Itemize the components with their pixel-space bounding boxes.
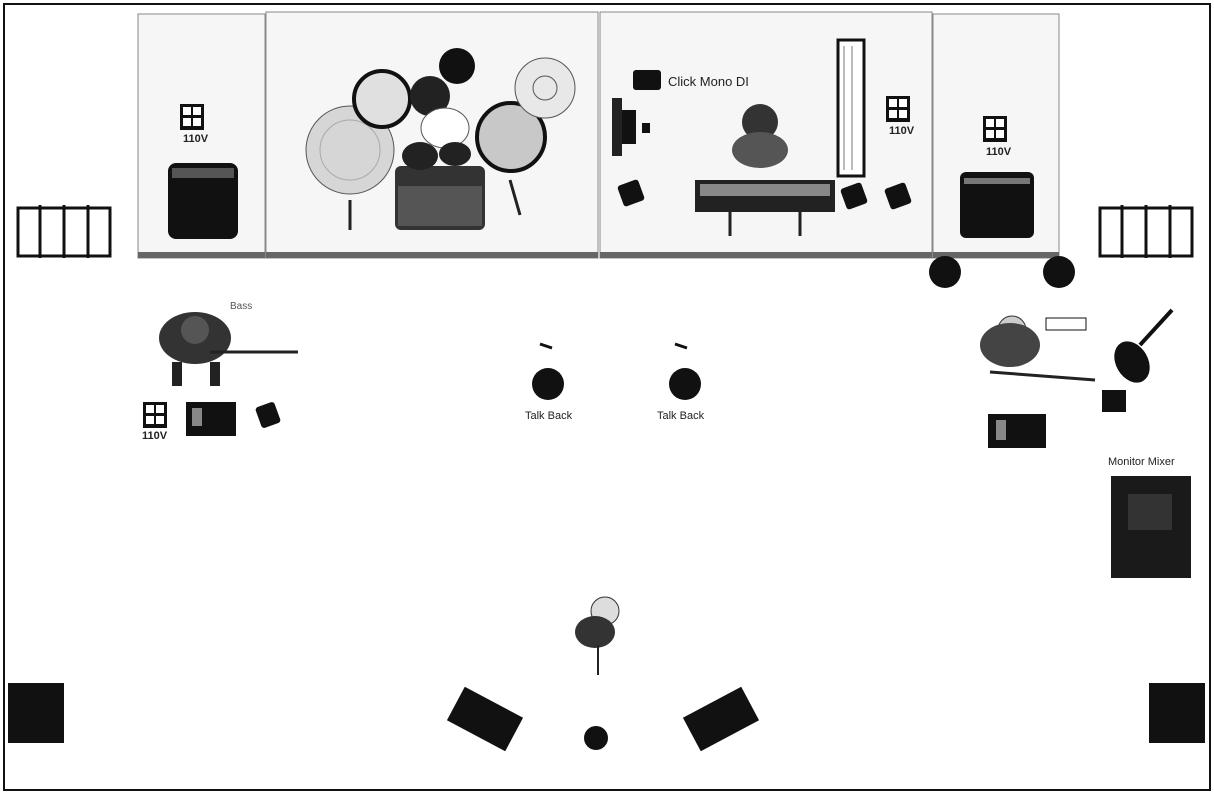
power-outlet-icon: [180, 104, 204, 130]
monitor-mixer-label: Monitor Mixer: [1108, 456, 1175, 468]
power-outlet-icon: [983, 116, 1007, 142]
amplifier-icon: [168, 163, 238, 239]
power-label: 110V: [986, 146, 1011, 158]
power-outlet-icon: [143, 402, 167, 428]
power-label: 110V: [183, 133, 208, 145]
click-mono-di-label: Click Mono DI: [668, 74, 749, 89]
pedalboard-icon: [186, 402, 236, 436]
microphone-icon: [584, 726, 608, 750]
di-box-icon: [633, 70, 661, 90]
power-label: 110V: [889, 125, 914, 137]
talkback-left-label: Talk Back: [525, 410, 572, 422]
mixer-icon: [1111, 476, 1191, 578]
power-label: 110V: [142, 430, 167, 442]
bass-label: Bass: [230, 301, 252, 312]
pedalboard-icon: [988, 414, 1046, 448]
power-outlet-icon: [886, 96, 910, 122]
talkback-right-label: Talk Back: [657, 410, 704, 422]
amplifier-icon: [960, 172, 1034, 238]
